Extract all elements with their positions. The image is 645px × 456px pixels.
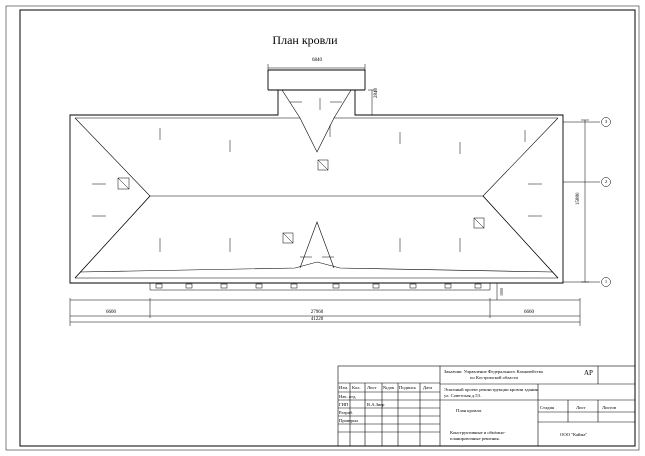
customer-line-1: Заказчик: Управление Федерального Казнач… [444, 369, 543, 374]
row-head: Нач. отд. [339, 394, 357, 399]
inner-frame [19, 9, 636, 447]
project-line-1: Эскизный проект реконструкции кровли зда… [444, 387, 538, 392]
col-date: Дата [423, 385, 433, 390]
customer-line-2: по Костромской области [470, 375, 518, 380]
dim-top-height: 2840 [374, 88, 379, 98]
dim-right-segment: 6660 [524, 310, 534, 315]
dim-right-small: 1000 [499, 288, 504, 296]
slope-arrows [92, 98, 542, 258]
sheets-label: Листов [602, 405, 617, 410]
stage-label: Стадия [540, 405, 555, 410]
axis-label-2: 2 [604, 179, 608, 184]
dim-total-height: 15880 [576, 192, 581, 206]
project-line-2: ул. Советская д.53. [444, 393, 482, 398]
col-kol: Кол. [352, 385, 361, 390]
drawing-title: План кровли [272, 33, 338, 47]
axis-label-3: 3 [604, 119, 608, 124]
document-mark: АР [584, 369, 593, 377]
row-gip: ГИП [339, 402, 349, 407]
section-title-2: планировочные решения. [450, 436, 500, 441]
title-block-frame [337, 365, 636, 447]
gip-name: В.А.Звер [367, 402, 385, 407]
section-title-1: Конструктивные и объёмно- [450, 430, 506, 435]
dim-overall-width: 41220 [310, 317, 324, 322]
col-izm: Изм. [339, 385, 349, 390]
dim-top-width: 6840 [312, 58, 322, 63]
outer-frame [5, 5, 640, 451]
dimension-lines [69, 64, 600, 326]
gutter-row [149, 283, 491, 291]
roof-outline [69, 69, 564, 284]
sheet-name: План кровли. [456, 408, 483, 413]
col-sign: Подпись [399, 385, 416, 390]
roof-skylights [117, 159, 485, 244]
dim-middle-segment: 27960 [310, 310, 324, 315]
axis-label-1: 1 [604, 279, 608, 284]
roof-hip-lines [74, 89, 559, 279]
sheet-label: Лист [576, 405, 586, 410]
company-name: ООО "Кайма" [560, 432, 588, 437]
row-checker: Проверил [339, 418, 359, 423]
dim-left-segment: 6600 [106, 310, 116, 315]
col-list: Лист [367, 385, 377, 390]
col-ndoc: №док [383, 385, 395, 390]
axis-markers [601, 117, 611, 287]
row-developer: Разраб. [339, 410, 354, 415]
